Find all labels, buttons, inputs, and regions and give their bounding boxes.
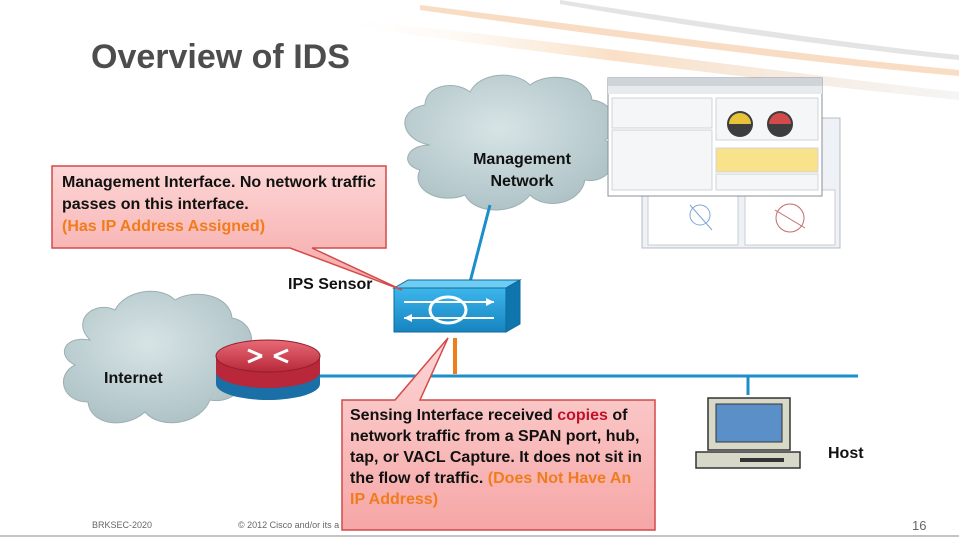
management-callout-line2: (Has IP Address Assigned) xyxy=(62,218,266,235)
sensing-callout-text: Sensing Interface received copies of net… xyxy=(350,405,650,510)
management-callout-shape xyxy=(51,165,403,291)
management-network-cloud xyxy=(404,74,615,211)
internet-label: Internet xyxy=(104,370,163,387)
ids-manager-screenshot xyxy=(607,77,841,249)
sensing-callout-copies: copies xyxy=(557,407,608,424)
sensing-callout-part4: (Does Not Have An IP Address) xyxy=(350,470,632,508)
ips-sensor-icon xyxy=(392,279,522,333)
footer-copyright: © 2012 Cisco and/or its a xyxy=(238,520,340,530)
management-callout-line1: Management Interface. No network traffic… xyxy=(62,174,376,213)
host-label: Host xyxy=(828,445,864,462)
footer-session: BRKSEC-2020 xyxy=(92,520,153,530)
sensing-callout-shape xyxy=(341,337,656,531)
management-network-label: Management Network xyxy=(473,151,571,190)
sensing-callout-part3: of network traffic from a SPAN port, hub… xyxy=(350,407,642,487)
ips-sensor-label: IPS Sensor xyxy=(288,276,373,293)
management-callout-text: Management Interface. No network traffic… xyxy=(62,172,380,238)
sensing-callout-part1: Sensing Interface received xyxy=(350,407,558,424)
network-links xyxy=(320,204,858,395)
host-computer-icon xyxy=(695,397,801,469)
router-icon xyxy=(215,339,321,400)
slide-title: Overview of IDS xyxy=(91,38,350,76)
footer-page-number: 16 xyxy=(912,518,927,533)
